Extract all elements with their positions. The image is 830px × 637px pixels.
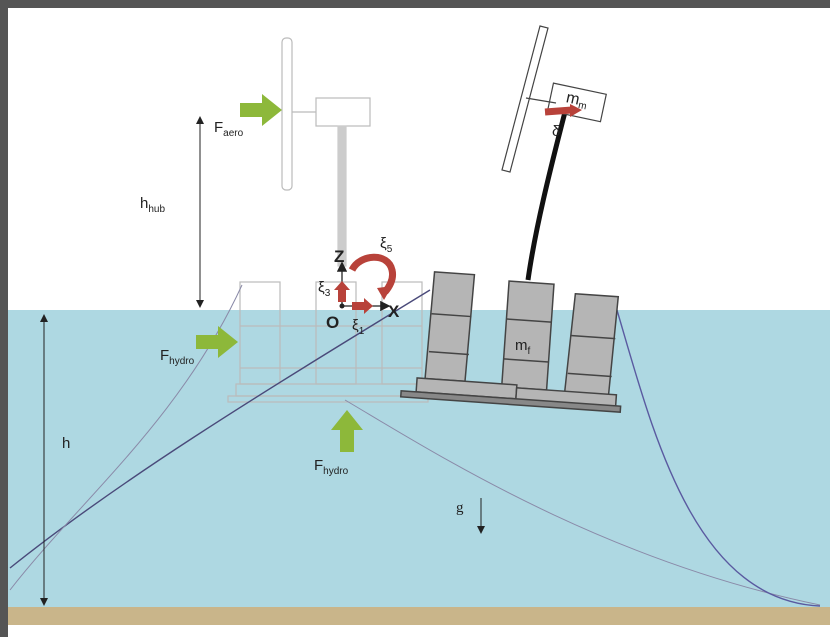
left-frame	[0, 0, 8, 637]
aero-force-arrow	[240, 94, 282, 126]
f-aero-label: Faero	[214, 119, 244, 139]
heave-arrow	[334, 281, 350, 302]
f-hydro-bottom-label: Fhydro	[314, 457, 349, 477]
xi1-label: ξ1	[352, 317, 365, 337]
hydro-force-bottom-arrow	[331, 410, 363, 452]
nacelle-displacement-arrowhead	[570, 104, 582, 117]
water-depth-label: h	[62, 435, 70, 452]
seabed	[8, 607, 830, 625]
tower-deflection-label: δ	[552, 123, 560, 140]
hydro-force-side-arrow	[196, 326, 238, 358]
mooring-line-right-ghost	[344, 399, 821, 606]
f-hydro-side-label: Fhydro	[160, 347, 195, 367]
mooring-line-left-taut	[9, 289, 431, 569]
h-hub-label: hhub	[140, 195, 165, 215]
top-frame	[0, 0, 830, 8]
pitch-arrowhead	[377, 286, 392, 300]
xi5-label: ξ5	[380, 235, 393, 255]
surge-arrow	[352, 298, 373, 314]
nacelle-displacement-arrow	[544, 106, 573, 116]
xi3-label: ξ3	[318, 279, 331, 299]
equilibrium-turbine	[227, 37, 429, 403]
displaced-platform	[399, 271, 622, 413]
coordinate-system	[334, 253, 396, 314]
flexible-tower	[525, 111, 568, 281]
platform-mass-label: mf	[515, 337, 531, 357]
pitch-arrow	[348, 253, 396, 295]
origin-label: O	[326, 313, 339, 332]
gravity-label: g	[456, 500, 464, 516]
nacelle-mass-label: mm	[564, 89, 589, 112]
z-axis-label: Z	[334, 247, 344, 266]
origin-point	[339, 303, 345, 309]
x-axis-label: X	[388, 302, 400, 321]
mooring-line-right	[613, 299, 821, 607]
water	[8, 310, 830, 608]
